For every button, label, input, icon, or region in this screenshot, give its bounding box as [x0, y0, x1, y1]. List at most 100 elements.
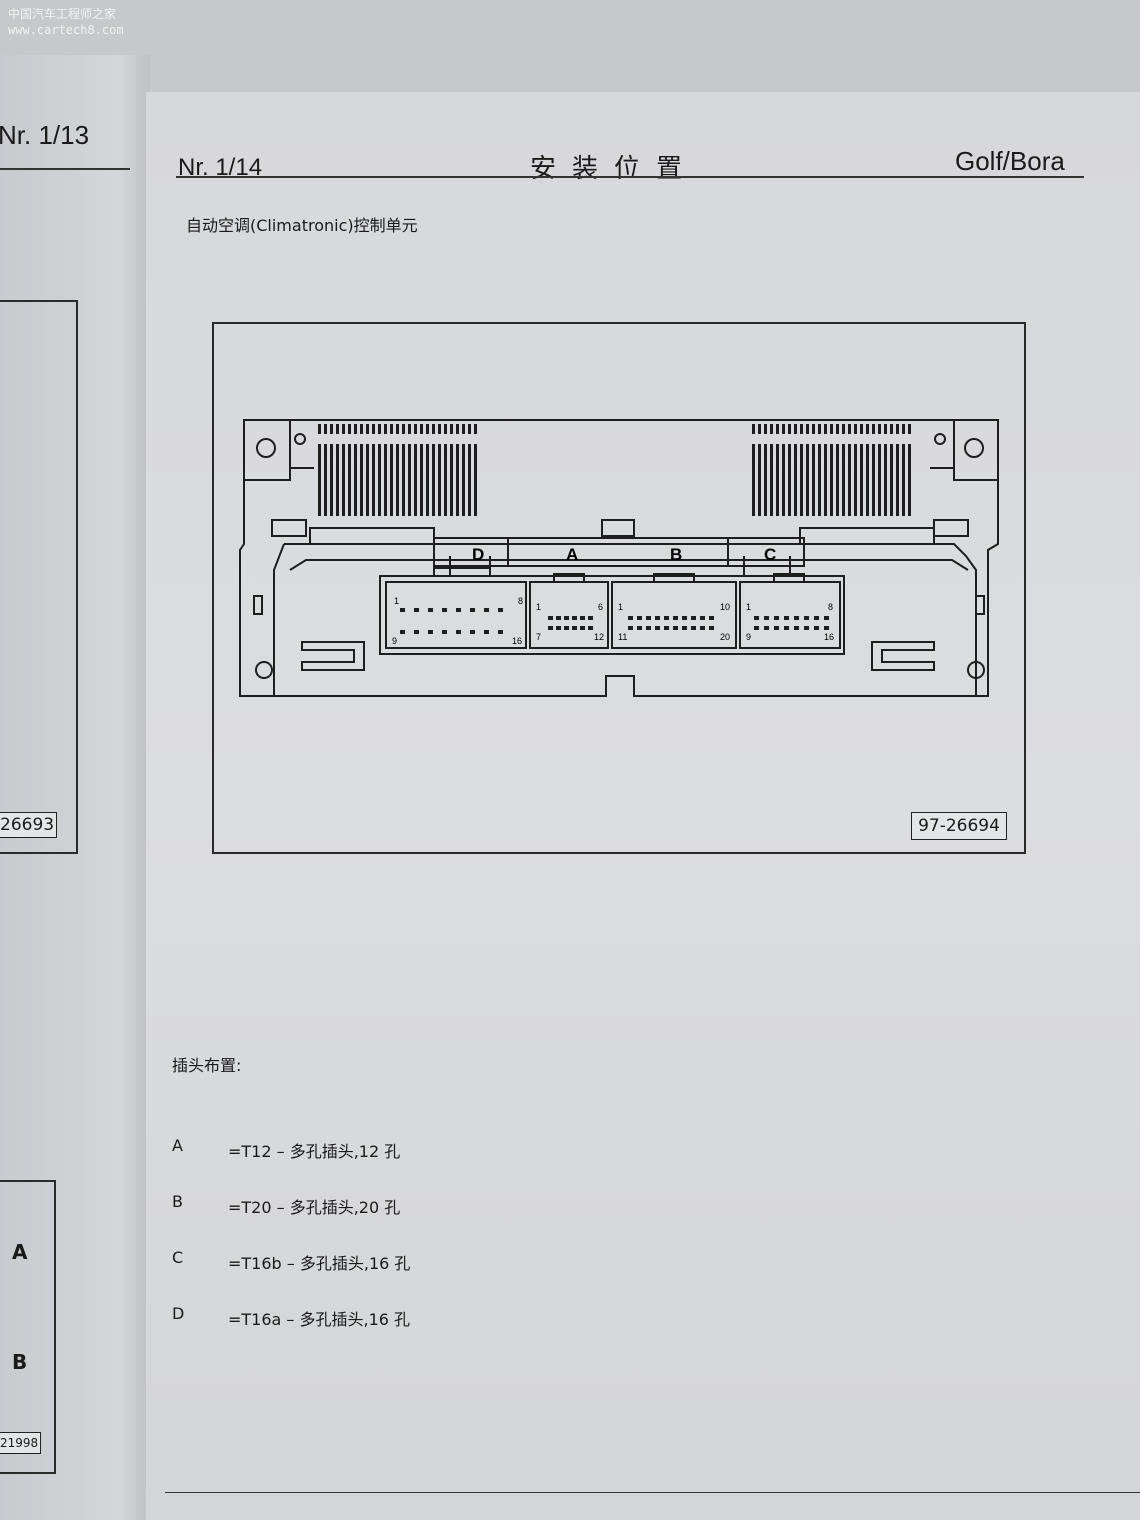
vent-slat [366, 444, 369, 516]
left-figure-frame-2 [0, 1180, 56, 1474]
pin-dot [664, 616, 669, 620]
vent-slat [456, 444, 459, 516]
vehicle-model: Golf/Bora [955, 146, 1065, 176]
vent-slat [408, 444, 411, 516]
pin-d-9: 9 [392, 636, 397, 646]
vent-slat [336, 444, 339, 516]
vent-slat [752, 444, 755, 516]
pin-dot [498, 608, 503, 612]
pin-dot [764, 616, 769, 620]
plug-desc-c: =T16b – 多孔插头,16 孔 [228, 1254, 411, 1273]
page-title: 安装位置 [530, 154, 699, 184]
vent-slat [450, 424, 453, 434]
pin-dot [572, 626, 577, 630]
pin-dot [572, 616, 577, 620]
watermark-line1: 中国汽车工程师之家 [8, 7, 117, 21]
vent-slat [342, 424, 345, 434]
vent-slat [378, 444, 381, 516]
vent-slat [468, 444, 471, 516]
pin-dot [400, 630, 405, 634]
pin-d-8: 8 [518, 596, 523, 606]
pin-a-6: 6 [598, 602, 603, 612]
pin-dot [764, 626, 769, 630]
vent-slat [438, 424, 441, 434]
vent-slat [402, 424, 405, 434]
vent-slat [812, 444, 815, 516]
vent-slat [788, 444, 791, 516]
watermark-line2: www.cartech8.com [8, 23, 124, 37]
vent-slat [854, 424, 857, 434]
pin-dot [682, 616, 687, 620]
pin-dot [754, 626, 759, 630]
pin-dot [646, 616, 651, 620]
vent-slat [896, 444, 899, 516]
pin-dot [691, 616, 696, 620]
vent-slat [794, 424, 797, 434]
vent-slat [360, 424, 363, 434]
connector-label-b: B [670, 545, 682, 564]
pin-dot [564, 616, 569, 620]
pin-dot [709, 626, 714, 630]
pin-dot [794, 626, 799, 630]
plug-desc-a: =T12 – 多孔插头,12 孔 [228, 1142, 401, 1161]
pin-dot [588, 616, 593, 620]
vent-slat [752, 424, 755, 434]
vent-slat [830, 444, 833, 516]
vent-slat [896, 424, 899, 434]
vent-slat [444, 444, 447, 516]
vent-slat [336, 424, 339, 434]
vent-slat [860, 444, 863, 516]
vent-slat [360, 444, 363, 516]
vent-slat [872, 424, 875, 434]
footer-rule [165, 1492, 1140, 1493]
vent-slat [390, 424, 393, 434]
vent-slat [348, 424, 351, 434]
vent-slat [842, 444, 845, 516]
vent-slat [800, 424, 803, 434]
vent-slat [390, 444, 393, 516]
vent-slat [402, 444, 405, 516]
plug-desc-d: =T16a – 多孔插头,16 孔 [228, 1310, 411, 1329]
vent-slat [842, 424, 845, 434]
connector-label-d: D [472, 545, 484, 564]
pin-dot [588, 626, 593, 630]
pin-dot [804, 626, 809, 630]
pin-dot [414, 608, 419, 612]
vent-slat [836, 424, 839, 434]
vent-slat [372, 444, 375, 516]
vent-slat [396, 444, 399, 516]
pin-dot [804, 616, 809, 620]
vent-slat [324, 444, 327, 516]
pin-dot [470, 608, 475, 612]
vent-slat [420, 424, 423, 434]
vent-slat [824, 444, 827, 516]
pin-b-1: 1 [618, 602, 623, 612]
pin-dot [556, 626, 561, 630]
pin-dot [556, 616, 561, 620]
vent-slat [432, 444, 435, 516]
plug-key-c: C [172, 1248, 184, 1267]
pin-dot [428, 630, 433, 634]
vent-slat [414, 424, 417, 434]
vent-slat [770, 444, 773, 516]
control-unit-drawing: D A B C 1 8 9 16 1 6 7 12 1 10 11 20 1 8… [239, 419, 999, 697]
pin-dot [646, 626, 651, 630]
pin-dot [580, 626, 585, 630]
vent-slat [426, 444, 429, 516]
vent-slat [450, 444, 453, 516]
vent-slat [444, 424, 447, 434]
pin-dot [498, 630, 503, 634]
vent-slat [378, 424, 381, 434]
pin-dot [442, 608, 447, 612]
pin-dot [774, 626, 779, 630]
pin-dot [700, 616, 705, 620]
left-figure-frame [0, 300, 78, 854]
vent-slat [384, 424, 387, 434]
pin-dot [456, 608, 461, 612]
pin-c-1: 1 [746, 602, 751, 612]
vent-slat [884, 424, 887, 434]
vent-slat [800, 444, 803, 516]
pin-dot [824, 626, 829, 630]
vent-slat [848, 424, 851, 434]
vent-slat [348, 444, 351, 516]
